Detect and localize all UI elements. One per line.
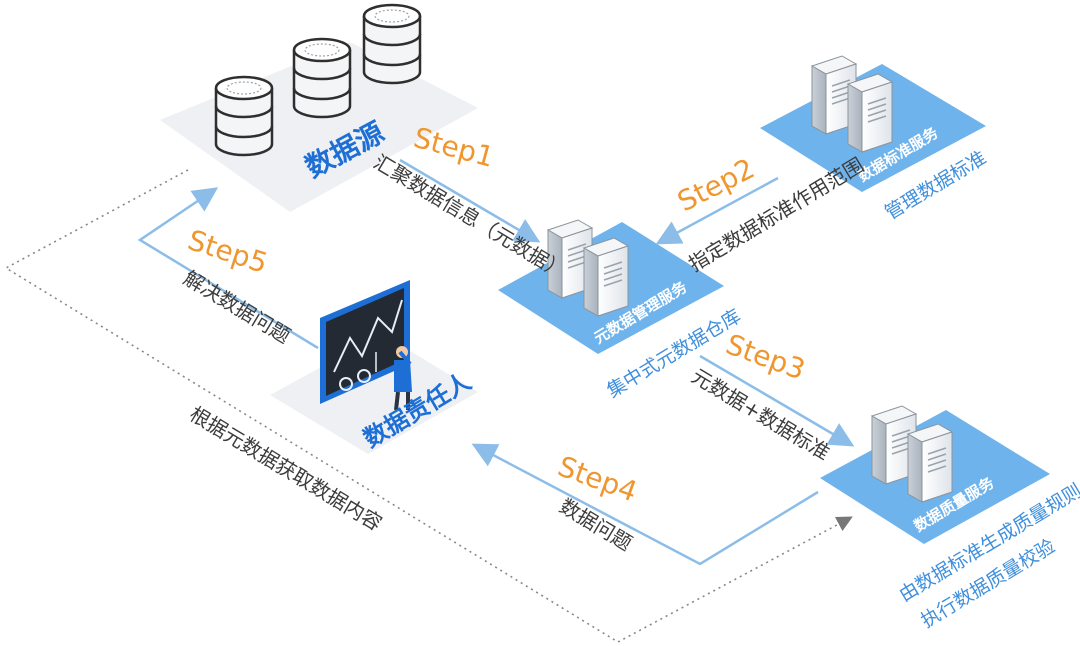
owner-platform (270, 334, 478, 454)
database-icon (214, 75, 274, 157)
data-source-platform (160, 42, 478, 212)
dashboard-board-icon (320, 280, 410, 404)
server-icon (907, 423, 953, 503)
loop-dotted-arrow (4, 169, 853, 643)
step1-arrow (399, 158, 541, 243)
step3-arrow (699, 354, 855, 447)
database-icon (292, 37, 352, 119)
step5-arrow (137, 187, 319, 350)
step2-name: Step2 (672, 152, 760, 218)
step4-arrow (471, 443, 819, 566)
step2-arrow (655, 176, 779, 245)
person-icon (394, 346, 412, 411)
server-icon (583, 237, 629, 317)
step1-name: Step1 (410, 121, 497, 174)
database-icon (362, 3, 422, 85)
server-icon (847, 73, 893, 153)
step5-text: 解决数据问题 (179, 266, 294, 348)
step1-text: 汇聚数据信息（元数据） (369, 150, 570, 284)
step3-text: 元数据+数据标准 (687, 364, 834, 465)
